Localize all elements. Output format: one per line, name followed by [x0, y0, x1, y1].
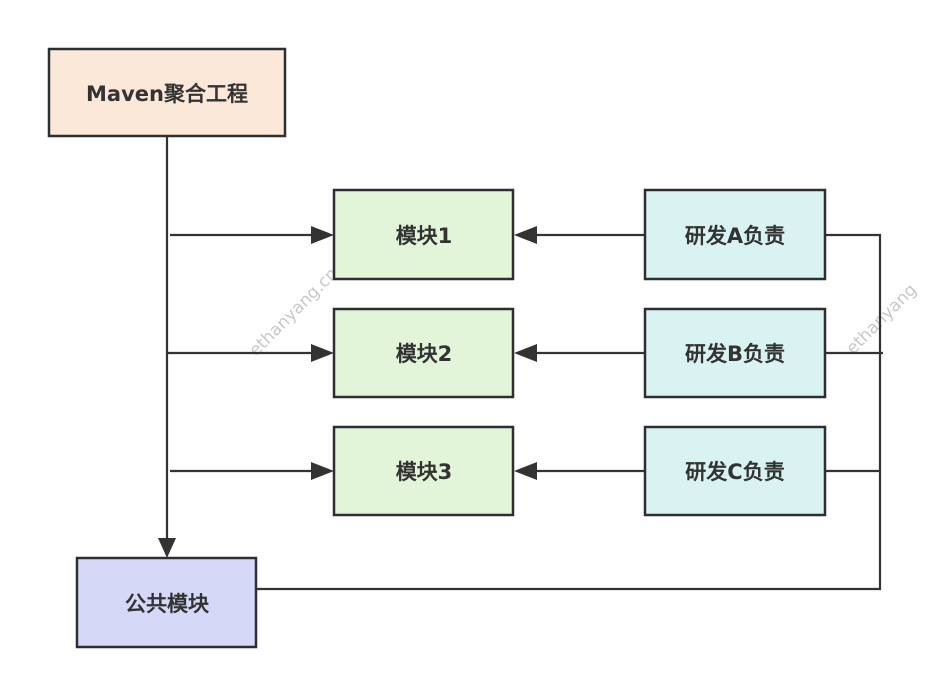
node-devC[interactable]: 研发C负责: [643, 425, 827, 517]
node-module3-box: [332, 425, 515, 517]
node-module2-box: [332, 307, 515, 399]
edge-devA-common: [256, 233, 882, 591]
node-module1[interactable]: 模块1: [332, 188, 515, 281]
arrowhead-to-module1-right: [514, 226, 537, 244]
node-devB[interactable]: 研发B负责: [643, 307, 827, 399]
node-common[interactable]: 公共模块: [75, 556, 258, 649]
node-module3[interactable]: 模块3: [332, 425, 515, 517]
node-devB-label: 研发B负责: [685, 342, 785, 366]
node-module3-label: 模块3: [396, 460, 453, 484]
node-devC-label: 研发C负责: [685, 460, 784, 484]
node-maven-label: Maven聚合工程: [86, 82, 248, 106]
arrowhead-to-module2-right: [514, 344, 537, 362]
node-devA[interactable]: 研发A负责: [643, 188, 827, 281]
node-devA-label: 研发A负责: [685, 224, 785, 248]
node-maven-box: [47, 47, 287, 138]
node-module1-box: [332, 188, 515, 281]
node-module2[interactable]: 模块2: [332, 307, 515, 399]
arrowhead-to-common: [158, 538, 176, 558]
arrowhead-to-module1-left: [311, 226, 334, 244]
node-module1-label: 模块1: [396, 224, 453, 248]
arrowhead-to-module3-right: [514, 462, 537, 480]
arrowhead-to-module2-left: [311, 344, 334, 362]
arrowhead-to-module3-left: [311, 462, 334, 480]
watermark-left: ethanyang.cn: [245, 264, 342, 361]
node-common-label: 公共模块: [125, 592, 210, 616]
node-devB-box: [643, 307, 827, 399]
node-devC-box: [643, 425, 827, 517]
watermark-right: ethanyang: [842, 280, 921, 359]
node-module2-label: 模块2: [396, 342, 453, 366]
node-common-box: [75, 556, 258, 649]
node-maven[interactable]: Maven聚合工程: [47, 47, 287, 138]
node-devA-box: [643, 188, 827, 281]
